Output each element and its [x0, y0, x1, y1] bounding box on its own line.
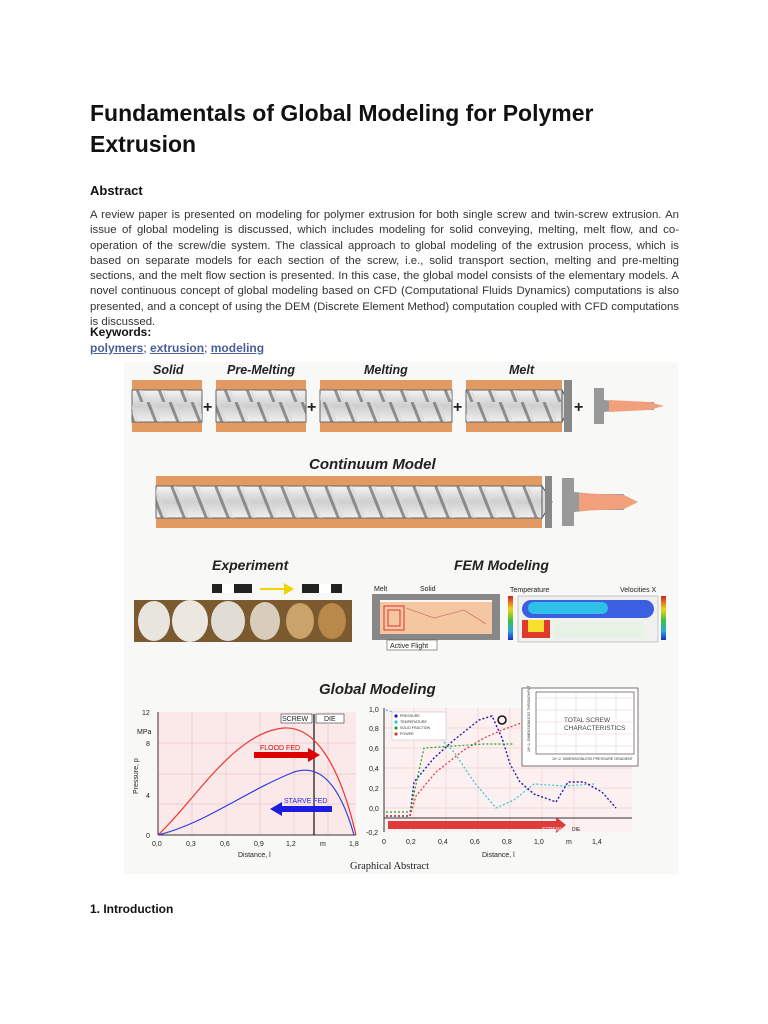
right-plot-x-tick: 0,2	[406, 839, 416, 846]
left-plot-x-tick: 1,2	[286, 841, 296, 848]
right-plot-x-tick: 1,4	[592, 839, 602, 846]
fem-cross-section	[372, 594, 500, 651]
left-plot-x-tick: 0,0	[152, 841, 162, 848]
global-modeling-title: Global Modeling	[319, 681, 436, 698]
figure-caption: Graphical Abstract	[350, 861, 429, 872]
left-plot-y-tick: 4	[146, 793, 150, 800]
experiment-title: Experiment	[212, 557, 290, 573]
right-plot-y-tick: 0,6	[369, 746, 379, 753]
left-plot-y-tick: 0	[146, 833, 150, 840]
keyword-link-extrusion[interactable]: extrusion	[150, 341, 205, 355]
continuum-model-title: Continuum Model	[309, 456, 436, 473]
keywords-heading: Keywords:	[90, 325, 152, 339]
flood-fed-label: FLOOD FED	[260, 745, 300, 752]
left-plot-screw-label: SCREW	[282, 716, 308, 723]
right-plot-x-tick: 0,4	[438, 839, 448, 846]
fem-label-melt: Melt	[374, 586, 387, 593]
experiment-photo	[134, 583, 352, 642]
right-plot-y-tick: 1,0	[369, 707, 379, 714]
plus-sign: +	[453, 399, 462, 416]
keyword-separator: ;	[143, 341, 147, 355]
plus-sign: +	[203, 399, 212, 416]
fem-label-active-flight: Active Flight	[390, 643, 428, 650]
inset-y-label: 10^-1, DIMENSIONLESS THROUGHPUT	[527, 684, 531, 752]
left-plot-y-tick: 12	[142, 710, 150, 717]
section-label-melting: Melting	[364, 363, 408, 377]
abstract-text: A review paper is presented on modeling …	[90, 209, 679, 329]
normalized-plot	[383, 687, 639, 833]
starve-fed-label: STARVE FED	[284, 798, 327, 805]
fem-label-velocities: Velocities X	[620, 587, 657, 594]
graphical-abstract-figure: Solid Pre-Melting Melting Melt + + + + C…	[124, 362, 678, 874]
right-plot-x-tick: 0,8	[502, 839, 512, 846]
segmented-screw-row	[131, 380, 664, 432]
right-plot-x-tick: 0	[382, 839, 386, 846]
left-plot-x-tick: 0,9	[254, 841, 264, 848]
keyword-link-modeling[interactable]: modeling	[210, 341, 265, 355]
left-plot-x-tick: 0,3	[186, 841, 196, 848]
right-plot-x-tick: m	[566, 839, 572, 846]
keyword-list: polymers; extrusion; modeling	[90, 341, 264, 355]
left-plot-x-label: Distance, l	[238, 852, 271, 859]
left-plot-die-label: DIE	[324, 716, 336, 723]
inset-x-label: 10^-2, DIMENSIONLESS PRESSURE GRADIENT	[552, 757, 634, 761]
left-plot-y-label: Pressure, p	[133, 758, 140, 794]
left-plot-x-tick: 0,6	[220, 841, 230, 848]
pressure-plot	[157, 712, 357, 836]
fem-contour-plots	[508, 595, 666, 643]
fem-label-temperature: Temperature	[510, 587, 549, 594]
introduction-heading: 1. Introduction	[90, 902, 174, 916]
continuum-screw	[155, 476, 638, 528]
right-plot-y-tick: -0,2	[366, 830, 378, 837]
section-label-melt: Melt	[509, 363, 535, 377]
right-plot-x-label: Distance, l	[482, 852, 515, 859]
keyword-separator: ;	[204, 341, 208, 355]
right-plot-y-tick: 0,0	[369, 806, 379, 813]
right-plot-x-tick: 1,0	[534, 839, 544, 846]
right-plot-die-label: DIE	[572, 827, 581, 833]
right-plot-y-tick: 0,2	[369, 786, 379, 793]
left-plot-y-unit: MPa	[137, 729, 152, 736]
right-plot-screw-label: SCREW	[542, 827, 561, 833]
left-plot-x-tick: 1,8	[349, 841, 359, 848]
right-plot-y-tick: 0,8	[369, 726, 379, 733]
fem-modeling-title: FEM Modeling	[454, 557, 549, 573]
right-plot-y-tick: 0,4	[369, 766, 379, 773]
plus-sign: +	[574, 399, 583, 416]
abstract-heading: Abstract	[90, 183, 143, 198]
legend-power: POWER	[400, 732, 414, 736]
keyword-link-polymers[interactable]: polymers	[90, 341, 144, 355]
fem-label-solid: Solid	[420, 586, 436, 593]
legend-solid-fraction: SOLID FRACTION	[400, 726, 431, 730]
page-title: Fundamentals of Global Modeling for Poly…	[90, 100, 594, 157]
legend-pressure: PRESSURE	[400, 714, 420, 718]
right-plot-x-tick: 0,6	[470, 839, 480, 846]
plus-sign: +	[307, 399, 316, 416]
left-plot-y-tick: 8	[146, 741, 150, 748]
legend-temperature: TEMPERATURE	[400, 720, 427, 724]
left-plot-x-tick: m	[320, 841, 326, 848]
section-label-premelting: Pre-Melting	[227, 363, 295, 377]
section-label-solid: Solid	[153, 363, 184, 377]
